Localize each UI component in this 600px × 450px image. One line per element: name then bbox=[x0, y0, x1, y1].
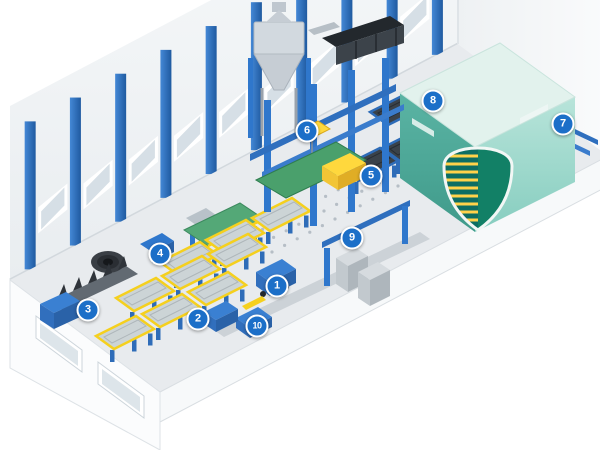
station-marker-4: 4 bbox=[148, 242, 172, 266]
aggregate-bins bbox=[322, 16, 404, 65]
wall-column bbox=[115, 73, 127, 222]
wall-column bbox=[250, 2, 262, 151]
station-marker-5: 5 bbox=[359, 164, 383, 188]
shield-emblem bbox=[442, 146, 514, 232]
station-marker-label: 1 bbox=[273, 279, 281, 292]
station-marker-label: 8 bbox=[429, 94, 437, 107]
station-marker-8: 8 bbox=[421, 89, 445, 113]
wall-column bbox=[296, 0, 308, 127]
concrete-spreader bbox=[322, 153, 366, 176]
station-marker-label: 9 bbox=[348, 231, 356, 244]
station-marker-label: 6 bbox=[303, 124, 311, 137]
station-marker-label: 4 bbox=[156, 247, 164, 260]
station-marker-label: 10 bbox=[252, 320, 262, 331]
station-marker-label: 3 bbox=[84, 303, 92, 316]
station-marker-1: 1 bbox=[265, 274, 289, 298]
station-marker-2: 2 bbox=[186, 307, 210, 331]
station-marker-label: 7 bbox=[559, 117, 567, 130]
reinforcement-station bbox=[40, 251, 138, 329]
station-marker-3: 3 bbox=[76, 298, 100, 322]
concrete-silo bbox=[248, 2, 340, 138]
wall-column bbox=[431, 0, 443, 55]
transport-lane bbox=[214, 232, 430, 337]
station-marker-7: 7 bbox=[551, 112, 575, 136]
station-marker-9: 9 bbox=[340, 226, 364, 250]
pallet-table bbox=[93, 314, 157, 362]
wall-column bbox=[24, 121, 36, 270]
station-marker-10: 10 bbox=[245, 314, 269, 338]
wall-column bbox=[160, 49, 172, 198]
station-marker-label: 2 bbox=[194, 312, 202, 325]
station-marker-6: 6 bbox=[295, 119, 319, 143]
wall-column bbox=[69, 97, 81, 246]
work-platform bbox=[254, 141, 368, 199]
curing-chamber bbox=[399, 42, 576, 232]
wall-column bbox=[205, 26, 217, 175]
feeder bbox=[308, 22, 340, 35]
crane-gantry bbox=[250, 58, 404, 226]
station-marker-label: 5 bbox=[367, 169, 375, 182]
